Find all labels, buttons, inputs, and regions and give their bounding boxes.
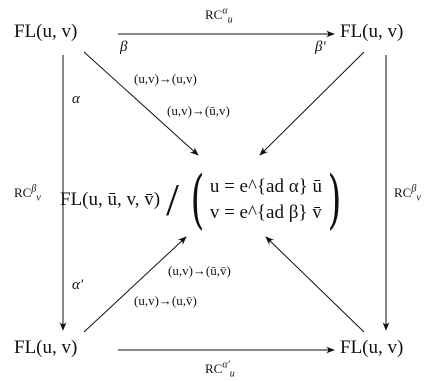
paren-right: ) [327, 163, 342, 237]
paren-left: ( [190, 163, 205, 237]
quotient-slash: / [166, 174, 179, 225]
arrow-diag-bl [83, 236, 187, 333]
arrow-diag-tr [259, 51, 365, 156]
label-right-rc: RCβv [394, 183, 421, 204]
label-alpha: α [72, 91, 80, 107]
center-eq-row1: u = e^{ad α} ū [209, 176, 323, 198]
node-top-right: FL(u, v) [340, 21, 404, 42]
label-left-rc: RCβv [14, 183, 41, 204]
label-map-bl: (u,v)→(u,v̄) [134, 293, 197, 308]
label-map-tl: (u,v)→(u,v) [134, 71, 197, 86]
node-bottom-left: FL(u, v) [14, 337, 78, 358]
arrow-diag-br [265, 236, 365, 333]
center-equations: u = e^{ad α} ū v = e^{ad β} v̄ [210, 174, 322, 225]
node-bottom-right: FL(u, v) [340, 337, 404, 358]
label-map-br: (u,v)→(ū,v̄) [168, 263, 231, 278]
node-center: FL(u, ū, v, v̄) / ( u = e^{ad α} ū v = e… [60, 168, 347, 232]
label-bottom-rc: RCα′u [205, 359, 235, 380]
label-beta: β [120, 39, 128, 55]
label-beta-prime: β′ [315, 39, 326, 55]
label-alpha-prime: α′ [72, 277, 84, 293]
node-center-left: FL(u, ū, v, v̄) [60, 189, 161, 210]
label-map-tr: (u,v)→(ū,v) [167, 103, 230, 118]
center-eq-row2: v = e^{ad β} v̄ [209, 202, 322, 223]
arrow-diag-tl [83, 51, 199, 156]
node-top-left: FL(u, v) [14, 21, 78, 42]
label-top-rc: RCαu [205, 5, 233, 26]
